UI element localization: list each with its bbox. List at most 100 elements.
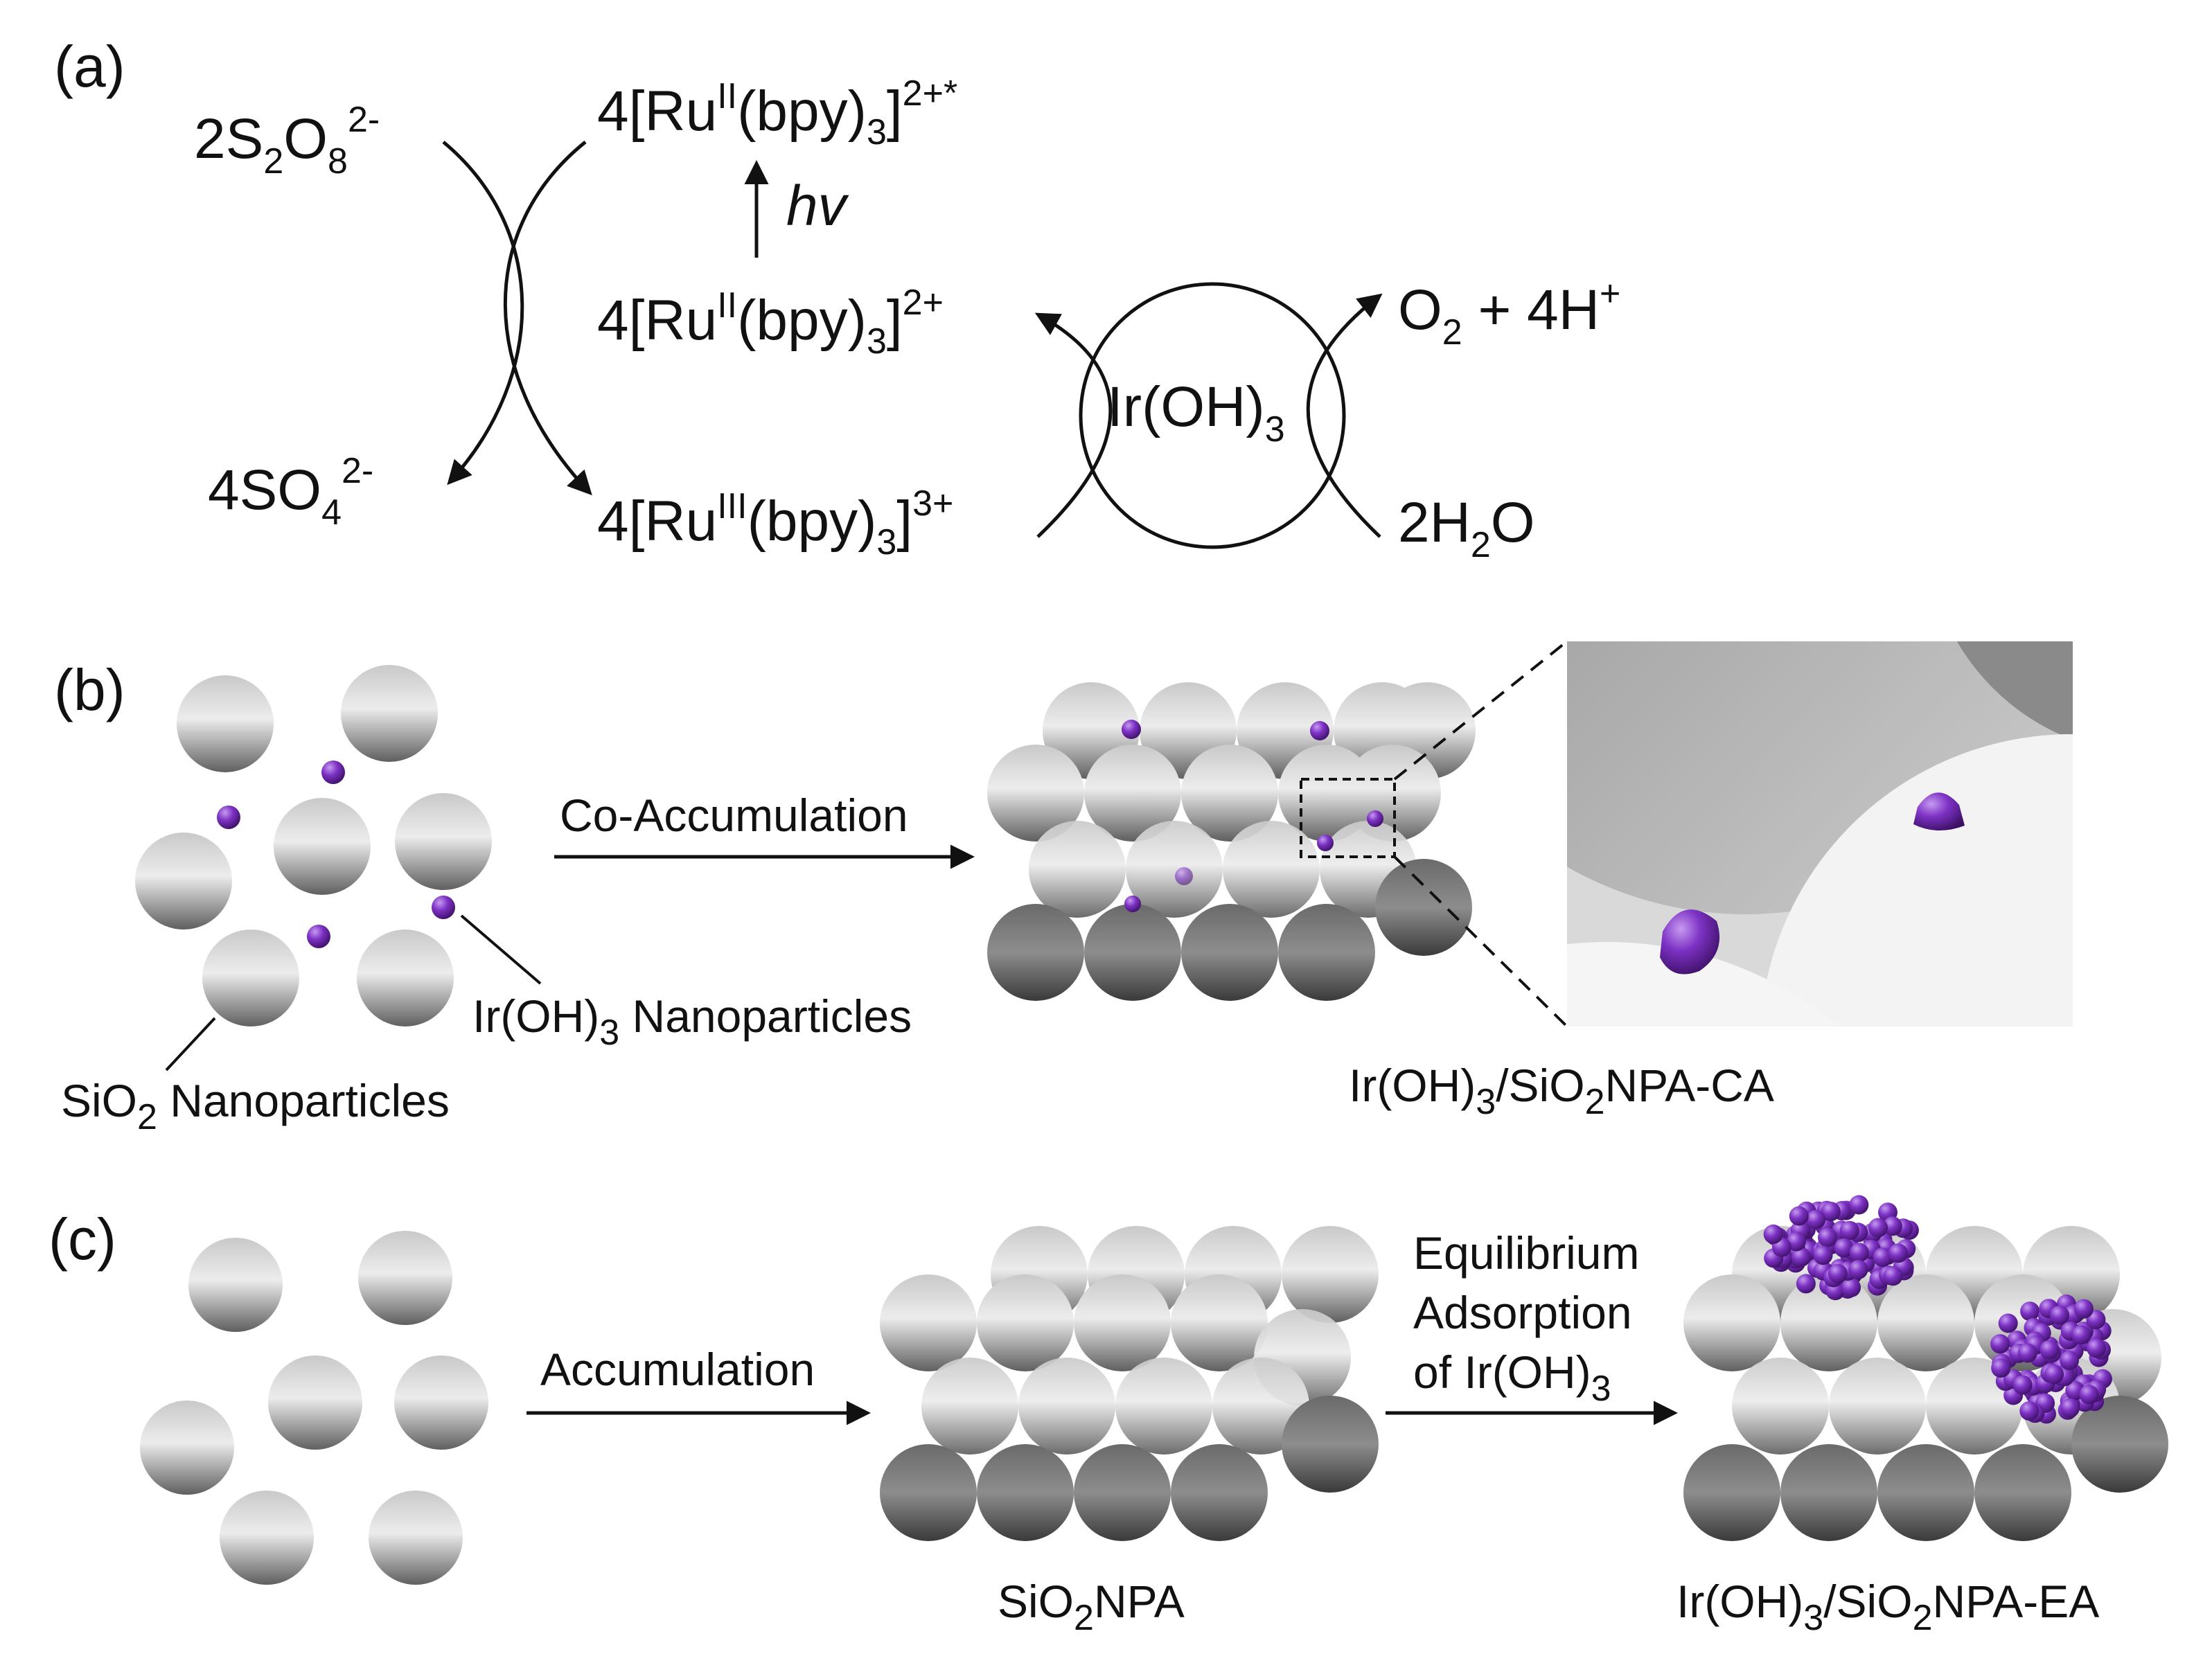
intermediate-label: SiO2NPA xyxy=(998,1576,1185,1638)
silica-sphere xyxy=(394,1355,488,1450)
silica-sphere xyxy=(369,1491,463,1585)
iridium-particle xyxy=(2019,1401,2040,1421)
iridium-particle xyxy=(1849,1243,1869,1263)
iridium-particle xyxy=(1834,1238,1854,1258)
iridium-particle xyxy=(2017,1343,2037,1363)
iridium-particle xyxy=(1998,1313,2018,1333)
product-ea-label: Ir(OH)3/SiO2NPA-EA xyxy=(1676,1576,2099,1638)
iridium-particle xyxy=(1883,1266,1903,1286)
zoom-inset xyxy=(1567,641,2073,1026)
iridium-particle xyxy=(321,761,345,784)
iridium-particle xyxy=(1317,835,1334,851)
iridium-particle xyxy=(2040,1340,2060,1360)
silica-sphere xyxy=(274,798,371,895)
silica-sphere xyxy=(202,930,299,1026)
iridium-particle xyxy=(1848,1260,1868,1279)
iridium-particle xyxy=(2020,1301,2040,1322)
silica-sphere xyxy=(268,1355,362,1450)
iridium-particle xyxy=(1841,1277,1861,1297)
sulfate-label: 4SO42- xyxy=(208,451,373,533)
silica-sphere xyxy=(220,1491,314,1585)
silica-sphere xyxy=(140,1400,234,1495)
ir-np-label: Ir(OH)3 Nanoparticles xyxy=(472,990,912,1053)
adsorption-label-line1: Equilibrium xyxy=(1413,1227,1639,1279)
iridium-particle xyxy=(2087,1338,2106,1358)
zoom-guide-line xyxy=(1393,855,1568,1028)
panel-b-label: (b) xyxy=(54,657,125,722)
iridium-particle xyxy=(2073,1299,2094,1319)
iridium-particle xyxy=(2060,1351,2079,1371)
iridium-particle xyxy=(1813,1245,1833,1265)
iridium-particle xyxy=(2060,1398,2080,1418)
iridium-particle xyxy=(1882,1216,1902,1236)
sio2-np-leader-line xyxy=(165,1017,216,1071)
ru-excited-to-oxidized-arrow xyxy=(503,141,592,496)
iridium-particle xyxy=(1849,1195,1869,1215)
silica-sphere xyxy=(177,675,274,772)
iridium-particle xyxy=(1868,1218,1888,1238)
iridium-particle xyxy=(1796,1274,1816,1294)
water-oxidation-arrow xyxy=(1306,293,1383,538)
ru-ground-label: 4[RuII(bpy)3]2+ xyxy=(597,283,944,362)
zoom-guide-line xyxy=(1393,640,1568,781)
catalyst-circle xyxy=(1079,282,1346,549)
iridium-cluster xyxy=(1990,1295,2112,1424)
iridium-particle xyxy=(1913,792,1965,831)
dispersed-particles-b xyxy=(135,665,492,1026)
silica-sphere xyxy=(395,793,492,890)
iridium-particle xyxy=(1763,1224,1783,1244)
iridium-particle xyxy=(1122,720,1141,739)
iridium-particle xyxy=(1873,1247,1893,1268)
adsorption-label-line3: of Ir(OH)3 xyxy=(1413,1346,1611,1409)
panel-a-label: (a) xyxy=(54,34,125,99)
iridium-particle xyxy=(1789,1206,1809,1226)
iridium-particle xyxy=(1660,909,1720,975)
iridium-particle xyxy=(1991,1358,2011,1378)
ir-np-leader-line xyxy=(460,914,542,985)
persulfate-label: 2S2O82- xyxy=(194,100,380,181)
iridium-particle xyxy=(2079,1385,2099,1405)
co-accumulation-label: Co-Accumulation xyxy=(560,790,908,841)
silica-sphere xyxy=(358,1231,452,1325)
iridium-particle xyxy=(432,896,455,919)
ru-excited-label: 4[RuII(bpy)3]2+* xyxy=(597,73,957,152)
adsorption-label-line2: Adsorption xyxy=(1413,1287,1632,1338)
oxygen-label: O2 + 4H+ xyxy=(1398,274,1620,353)
ru-oxidized-label: 4[RuIII(bpy)3]3+ xyxy=(597,483,953,562)
silica-sphere xyxy=(188,1238,283,1332)
iridium-particle xyxy=(2071,1325,2091,1345)
iridium-particle xyxy=(1310,721,1329,740)
product-ca-label: Ir(OH)3/SiO2NPA-CA xyxy=(1349,1060,1774,1122)
assembly-ea xyxy=(1683,1195,2168,1541)
iridium-particle xyxy=(2050,1305,2069,1325)
zoom-region-box xyxy=(1300,778,1396,858)
accumulation-label: Accumulation xyxy=(540,1344,815,1395)
iridium-particle xyxy=(1888,1243,1908,1263)
iridium-particle xyxy=(1367,810,1383,827)
dispersed-particles-c xyxy=(140,1231,488,1585)
catalyst-label: Ir(OH)3 xyxy=(1107,375,1285,450)
iridium-particle xyxy=(307,925,330,948)
iridium-particle xyxy=(1990,1334,2010,1354)
iridium-particle xyxy=(1821,1202,1841,1222)
iridium-cluster xyxy=(1763,1195,1919,1301)
iridium-particle xyxy=(2012,1375,2033,1395)
assembly-npa xyxy=(880,1226,1379,1541)
water-label: 2H2O xyxy=(1398,491,1535,565)
light-label: hv xyxy=(786,175,849,238)
iridium-particle xyxy=(1828,1263,1848,1283)
persulfate-to-sulfate-arrow xyxy=(442,141,524,486)
ru-regeneration-arrow xyxy=(1034,312,1113,538)
iridium-particle xyxy=(2044,1364,2064,1385)
iridium-particle xyxy=(217,806,240,829)
panel-c-label: (c) xyxy=(48,1207,116,1272)
iridium-particle xyxy=(1124,896,1141,912)
assembly-ca xyxy=(987,682,1476,1001)
iridium-particle xyxy=(1839,1220,1859,1240)
sio2-np-label: SiO2 Nanoparticles xyxy=(61,1075,450,1137)
iridium-particle xyxy=(1818,1227,1837,1247)
silica-sphere xyxy=(357,930,454,1026)
silica-sphere xyxy=(341,665,438,762)
iridium-particle xyxy=(1806,1209,1826,1229)
